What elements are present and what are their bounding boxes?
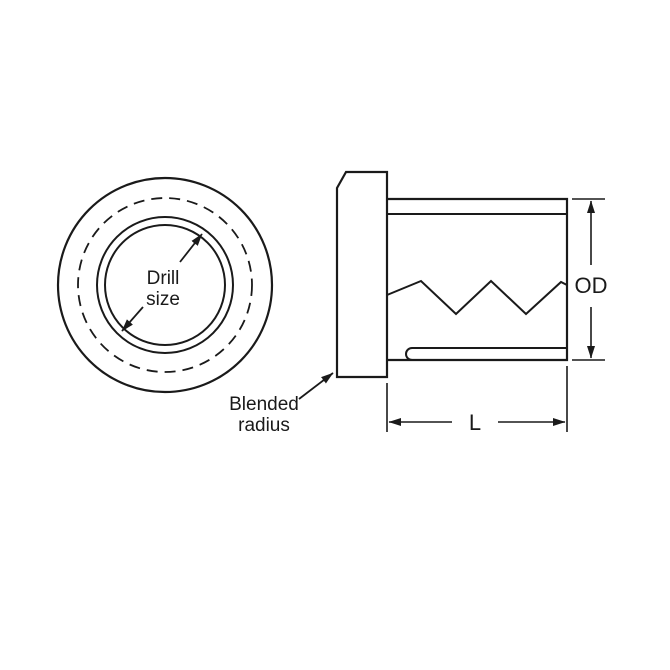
drill-size-arrow-upper bbox=[179, 233, 203, 263]
break-zigzag-line bbox=[386, 279, 568, 316]
blended-radius-arrow bbox=[298, 372, 334, 400]
bore-slot-rounded-end bbox=[405, 347, 567, 361]
bushing-head-outline bbox=[335, 170, 389, 379]
blended-radius-label-line2: radius bbox=[238, 415, 290, 436]
outer-diameter-circle bbox=[56, 176, 274, 394]
front-view: Drill size bbox=[56, 176, 274, 394]
bushing-body-outline bbox=[387, 197, 569, 362]
blended-radius-label-line1: Blended bbox=[229, 394, 299, 415]
drill-size-label-line1: Drill bbox=[147, 268, 180, 289]
bore-inner-circle bbox=[104, 224, 226, 346]
bore-outer-circle bbox=[96, 216, 234, 354]
side-view: OD L Blended radius bbox=[229, 170, 608, 436]
length-dimension-label: L bbox=[469, 410, 481, 435]
drill-size-arrow-lower bbox=[121, 306, 144, 332]
od-dimension-label: OD bbox=[575, 273, 608, 298]
drill-size-label-line2: size bbox=[146, 289, 180, 310]
press-fit-dashed-circle bbox=[77, 197, 253, 373]
